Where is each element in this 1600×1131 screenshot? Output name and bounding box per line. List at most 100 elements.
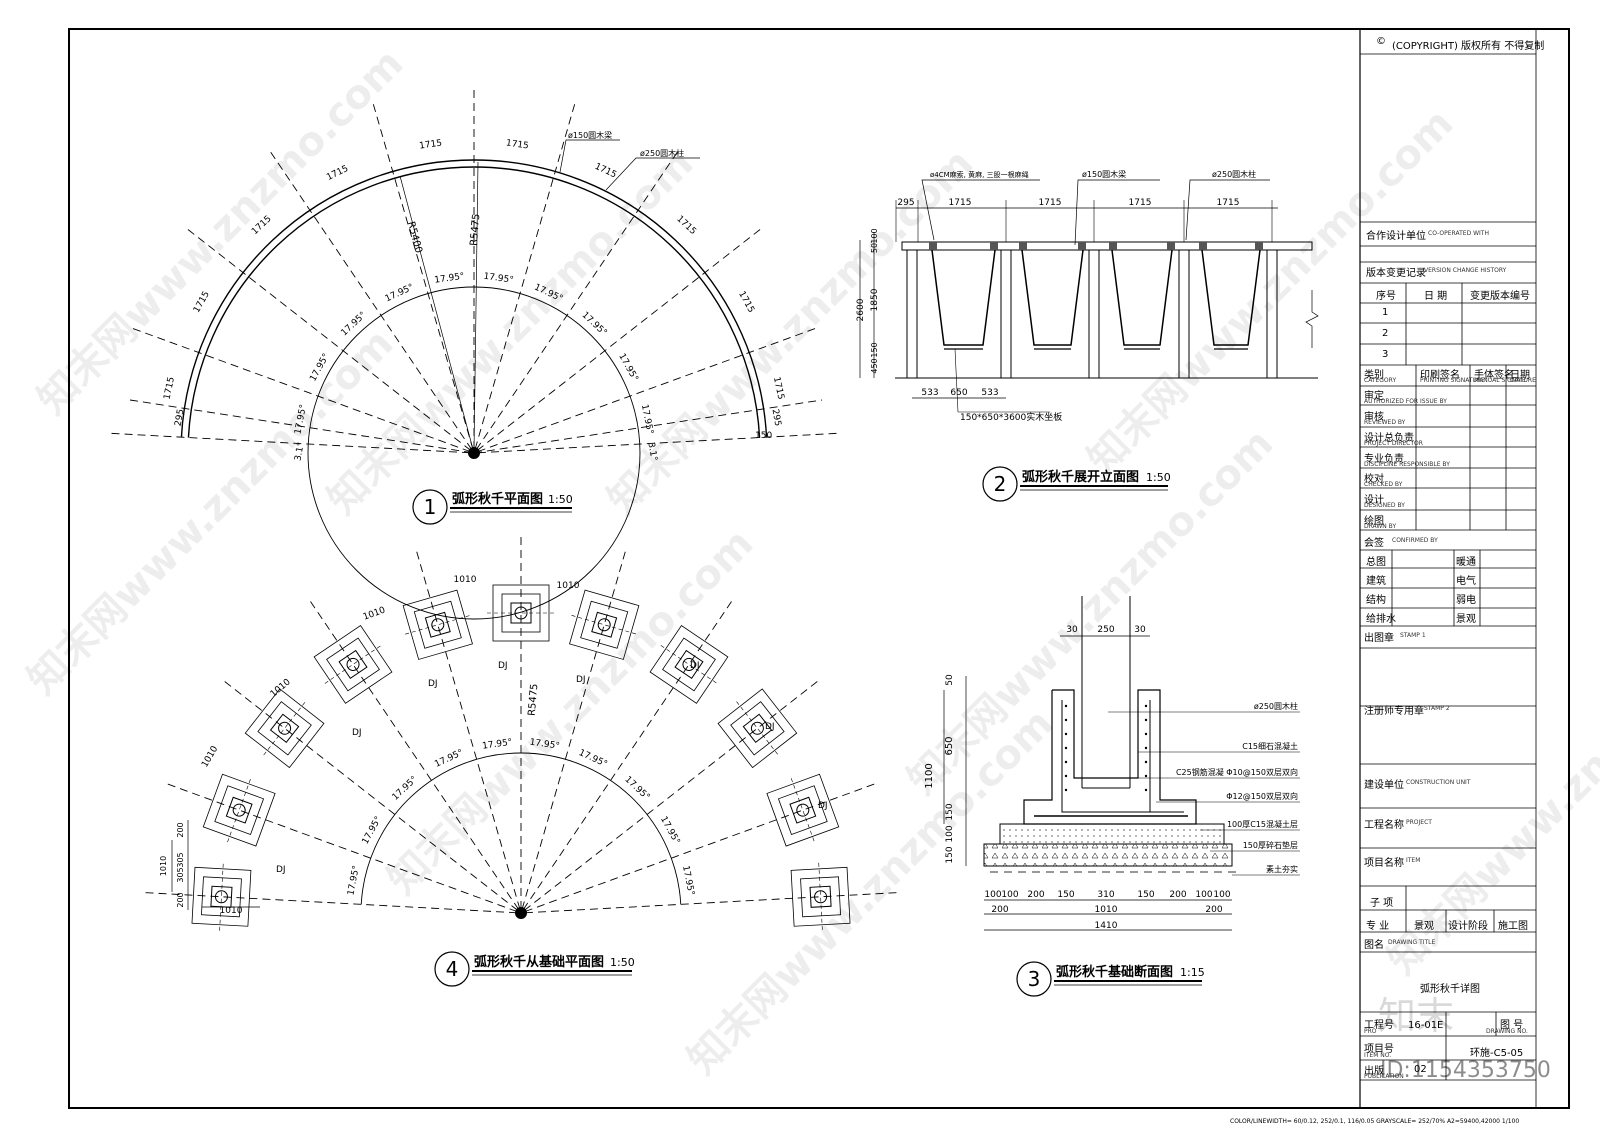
pier: [338, 649, 368, 680]
footing-step: [257, 701, 312, 756]
footing-DJ: [191, 862, 252, 931]
view-scale: 1:50: [610, 956, 635, 969]
footing-outline: [717, 688, 798, 769]
dimension-label: 533: [921, 388, 938, 398]
titleblock-label: 会签: [1364, 538, 1384, 549]
dimension-label: 150: [1057, 890, 1074, 900]
titleblock-label: MANUAL SIGNATURE: [1474, 377, 1536, 384]
dimension-label: 1410: [1095, 921, 1118, 931]
titleblock-label: 02: [1414, 1064, 1427, 1075]
beam: [901, 241, 1313, 251]
footing-DJ: [569, 589, 640, 660]
footing-axis: [818, 862, 823, 931]
titleblock-label: 总图: [1366, 557, 1386, 568]
footing-axis: [324, 645, 382, 684]
axis-ray: [521, 547, 627, 910]
view-title-4: 4 弧形秋千从基础平面图 1:50: [434, 951, 635, 987]
titleblock-label: 设计总负责: [1364, 433, 1414, 444]
axis-ray: [475, 150, 679, 450]
footing-outline: [202, 773, 276, 847]
axis-ray: [109, 432, 471, 454]
footing-step: [214, 785, 265, 836]
leader-line: [921, 179, 1040, 241]
footing-label: DJ: [576, 675, 586, 685]
rebar-dot: [1064, 718, 1068, 722]
plot-settings-footer: COLOR/LINEWIDTH= 60/0.12, 252/0.1, 116/0…: [1230, 1118, 1520, 1125]
view-title: 弧形秋千从基础平面图: [474, 954, 604, 970]
footing-DJ: [402, 589, 473, 660]
annotation: 100厚C15混凝土层: [1227, 819, 1298, 829]
titleblock-label: 变更版本编号: [1470, 291, 1530, 302]
dimension-label: 1715: [1039, 198, 1062, 208]
dimension-label: 1010: [220, 906, 243, 916]
swing-arc-beam: [187, 166, 761, 438]
dimension-label: 200: [991, 905, 1008, 915]
axis-ray: [415, 547, 521, 910]
footing-step: [501, 593, 541, 633]
footing-outline: [790, 866, 851, 927]
titleblock-label: 出图章: [1364, 633, 1394, 644]
rope-anchor: [1255, 242, 1263, 250]
footing-label: DJ: [765, 722, 775, 732]
titleblock-label: 电气: [1456, 576, 1476, 587]
segment-dim-label: 1715: [505, 138, 529, 151]
titleblock-label: DRAWING TITLE: [1388, 939, 1436, 946]
titleblock-label: 绘图: [1364, 516, 1384, 527]
titleblock-label: 审核: [1364, 412, 1384, 423]
segment-dim-label: 1715: [192, 290, 212, 315]
titleblock-label: 建设单位: [1364, 780, 1404, 791]
footing-axis: [660, 645, 718, 684]
axis-ray: [524, 892, 901, 914]
titleblock-label: DISCIPLINE RESPONSIBLE BY: [1364, 461, 1450, 468]
titleblock-label: ITEM: [1406, 857, 1421, 864]
dimension-label: 150: [1137, 890, 1154, 900]
rebar-dot: [1064, 704, 1068, 708]
annotation: 150*650*3600实木坐板: [960, 411, 1062, 423]
rebar-dot: [1064, 760, 1068, 764]
rebar-dot: [1144, 746, 1148, 750]
axis-ray: [163, 782, 518, 913]
axis-ray: [221, 678, 519, 911]
titleblock-label: 序号: [1376, 291, 1396, 302]
titleblock-grid: [1359, 28, 1537, 1109]
segment-dim-label: 295: [770, 408, 783, 427]
angle-label: 17.95°: [580, 310, 609, 338]
dimension-label: 100: [1001, 890, 1018, 900]
dimension-label: 100: [984, 890, 1001, 900]
footing-label: DJ: [276, 865, 286, 875]
annotation: ø250圆木柱: [1212, 169, 1256, 179]
segment-dim-label: 295: [174, 408, 187, 427]
titleblock-label: 1: [1382, 307, 1389, 318]
id-watermark: ID:1154353750: [1380, 1058, 1551, 1083]
footing-DJ: [790, 862, 851, 931]
view-title: 弧形秋千展开立面图: [1022, 469, 1139, 485]
rebar-dot: [1144, 718, 1148, 722]
dimension-label: 200: [1169, 890, 1186, 900]
axis-ray: [477, 432, 839, 454]
axis-ray: [524, 782, 879, 913]
segment-dim-label: 1715: [419, 138, 443, 151]
dimension-label: 1010: [200, 744, 220, 769]
view-number: 4: [446, 957, 459, 981]
rope-anchor: [1019, 242, 1027, 250]
footing-DJ: [244, 688, 325, 769]
rebar-dot: [1144, 760, 1148, 764]
dimension-label: 1100: [924, 763, 935, 788]
titleblock-label: 给排水: [1366, 614, 1396, 625]
titleblock-frame: [1359, 28, 1537, 1109]
pier: [789, 796, 817, 824]
rope-anchor: [1199, 242, 1207, 250]
footing-step: [413, 600, 462, 649]
dimension-label: 200: [176, 822, 185, 837]
angle-reference-arc: [360, 752, 682, 905]
leader-line: [559, 139, 620, 173]
footing-label: DJ: [690, 661, 700, 671]
axis-ray: [141, 892, 518, 914]
titleblock-label: 专业负责: [1364, 454, 1404, 465]
view-scale: 1:50: [548, 493, 573, 506]
titleblock-label: STAMP 1: [1400, 632, 1426, 639]
titleblock-label: 设计: [1364, 495, 1384, 506]
dimension-label: 1010: [159, 856, 168, 876]
